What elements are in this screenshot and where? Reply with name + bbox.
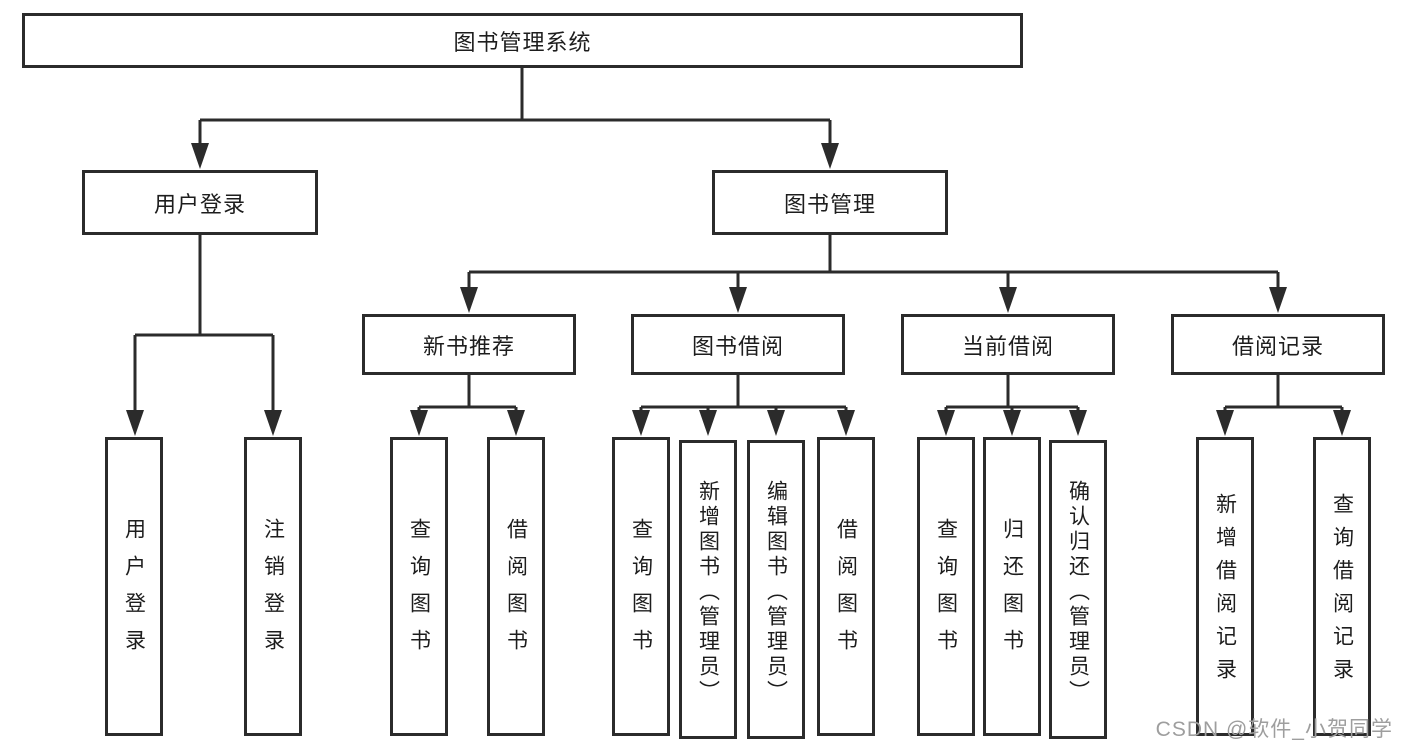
leaf-user-login: 用户登录 — [105, 437, 163, 736]
leaf-bb-query-books: 查询图书 — [612, 437, 670, 736]
leaf-bb-edit-books-admin: 编辑图书（管理员） — [747, 440, 805, 739]
node-library-management-system: 图书管理系统 — [22, 13, 1023, 68]
node-new-book-recommend: 新书推荐 — [362, 314, 576, 375]
node-current-borrowing: 当前借阅 — [901, 314, 1115, 375]
node-book-management: 图书管理 — [712, 170, 948, 235]
leaf-br-query-record: 查询借阅记录 — [1313, 437, 1371, 736]
node-book-borrowing: 图书借阅 — [631, 314, 845, 375]
arrowheads — [126, 143, 1351, 436]
leaf-cb-confirm-return-admin: 确认归还（管理员） — [1049, 440, 1107, 739]
leaf-cb-return-books: 归还图书 — [983, 437, 1041, 736]
leaf-cb-query-books: 查询图书 — [917, 437, 975, 736]
leaf-bb-borrow-books: 借阅图书 — [817, 437, 875, 736]
leaf-nbr-query-books: 查询图书 — [390, 437, 448, 736]
node-user-login: 用户登录 — [82, 170, 318, 235]
leaf-logout: 注销登录 — [244, 437, 302, 736]
leaf-br-add-record: 新增借阅记录 — [1196, 437, 1254, 736]
watermark: CSDN @软件_小贺同学 — [1155, 718, 1393, 741]
leaf-nbr-borrow-books: 借阅图书 — [487, 437, 545, 736]
node-borrow-records: 借阅记录 — [1171, 314, 1385, 375]
leaf-bb-add-books-admin: 新增图书（管理员） — [679, 440, 737, 739]
